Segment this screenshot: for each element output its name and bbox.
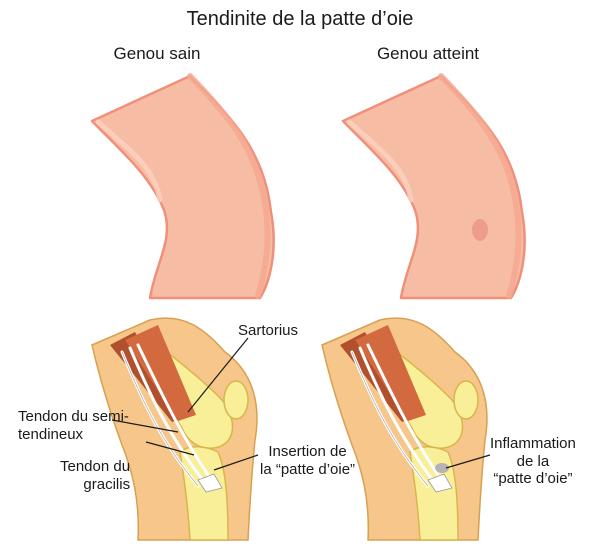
leader-semitendinosus bbox=[111, 419, 179, 433]
affected-knee-anatomy bbox=[321, 317, 488, 541]
swelling-spot bbox=[472, 219, 488, 241]
heading-healthy-knee: Genou sain bbox=[113, 44, 201, 63]
label-sartorius: Sartorius bbox=[238, 322, 299, 339]
heading-affected-knee: Genou atteint bbox=[376, 44, 480, 63]
leader-lines bbox=[111, 337, 491, 471]
leader-sartorius bbox=[187, 337, 249, 413]
label-inflammation: Inflammation de la “patte d’oie” bbox=[490, 435, 576, 488]
leader-insertion bbox=[213, 454, 259, 471]
label-gracilis-tendon: Tendon du gracilis bbox=[60, 458, 131, 493]
inflammation-spot bbox=[435, 463, 449, 473]
healthy-knee-anatomy bbox=[91, 317, 258, 541]
affected-knee-skin bbox=[341, 73, 526, 300]
leader-inflammation bbox=[445, 454, 491, 469]
label-semitendinosus-tendon: Tendon du semi- tendineux bbox=[18, 408, 129, 443]
label-insertion: Insertion de la “patte d’oie” bbox=[260, 443, 356, 478]
healthy-knee-skin bbox=[90, 73, 275, 300]
leader-gracilis bbox=[145, 441, 195, 456]
diagram-title: Tendinite de la patte d’oie bbox=[186, 8, 414, 30]
